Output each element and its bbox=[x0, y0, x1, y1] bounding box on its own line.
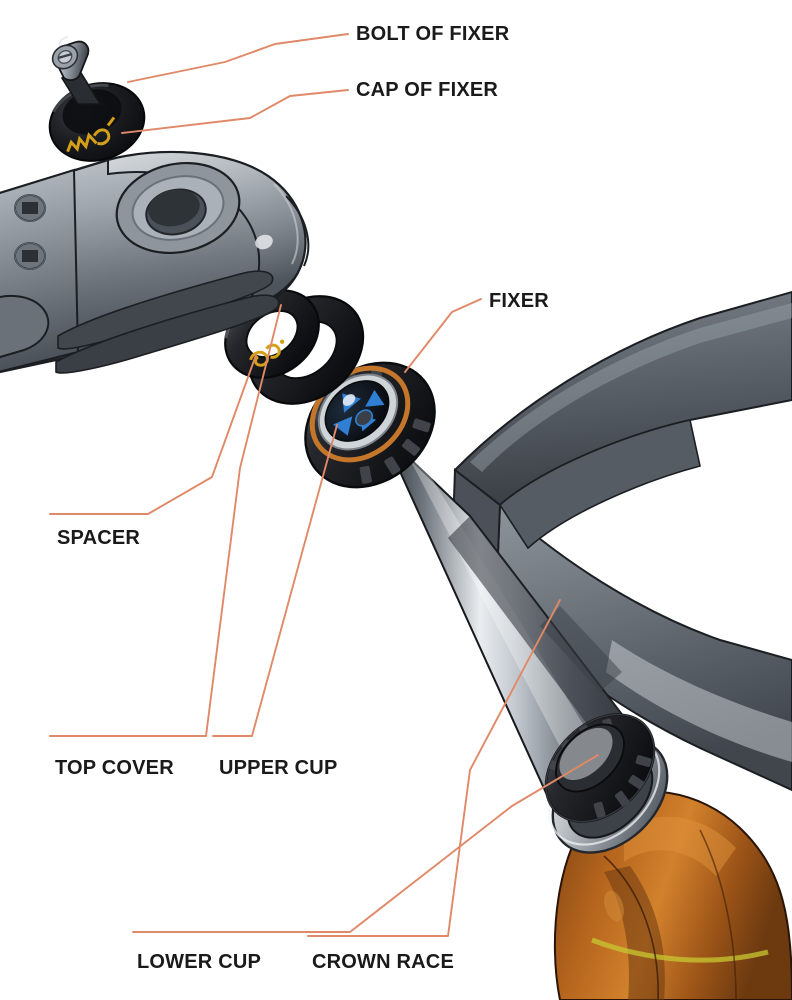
leader-spacer bbox=[49, 354, 257, 515]
bicycle-stem bbox=[0, 150, 310, 374]
lower-cup bbox=[544, 713, 656, 823]
leader-top-cover bbox=[49, 304, 282, 737]
label-crown-race: CROWN RACE bbox=[312, 951, 454, 973]
leader-fixer bbox=[404, 298, 482, 373]
leader-lower-cup bbox=[132, 754, 599, 933]
label-spacer: SPACER bbox=[57, 527, 141, 549]
label-cap-of-fixer: CAP OF FIXER bbox=[356, 79, 499, 101]
label-upper-cup: UPPER CUP bbox=[219, 757, 338, 779]
upper-cup bbox=[304, 361, 436, 489]
leader-crown-race bbox=[307, 599, 561, 937]
label-fixer: FIXER bbox=[489, 290, 549, 312]
leader-upper-cup bbox=[212, 424, 338, 737]
label-top-cover: TOP COVER bbox=[55, 757, 174, 779]
label-bolt-of-fixer: BOLT OF FIXER bbox=[356, 23, 510, 45]
leader-cap-of-fixer bbox=[121, 89, 349, 134]
fixer-cap-logo bbox=[66, 116, 116, 153]
stem-clamp-bolts bbox=[14, 194, 46, 270]
leader-bolt-of-fixer bbox=[127, 33, 349, 83]
label-lower-cup: LOWER CUP bbox=[137, 951, 262, 973]
fixer-bolt bbox=[51, 36, 102, 105]
leader-lines bbox=[49, 33, 599, 937]
